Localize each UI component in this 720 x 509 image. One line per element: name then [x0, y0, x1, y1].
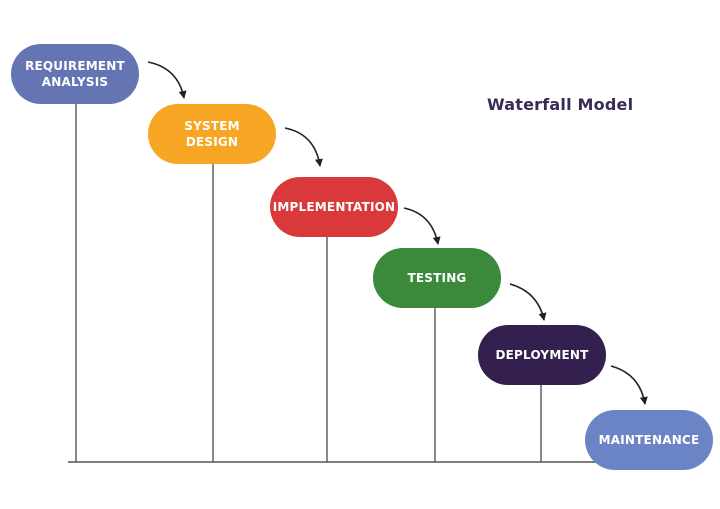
arrow-deployment-to-maintenance	[610, 365, 648, 405]
stage-label: SYSTEM DESIGN	[184, 119, 240, 149]
stage-label: TESTING	[407, 271, 467, 285]
stage-label: REQUIREMENT ANALYSIS	[25, 59, 125, 89]
stage-label: IMPLEMENTATION	[272, 200, 396, 214]
stage-testing: TESTING	[373, 248, 501, 308]
arrow-implementation-to-testing	[403, 207, 441, 245]
stage-requirement-analysis: REQUIREMENT ANALYSIS	[11, 44, 139, 104]
diagram-title: Waterfall Model	[487, 95, 634, 114]
arrow-design-to-implementation	[284, 127, 323, 167]
arrow-testing-to-deployment	[509, 283, 547, 321]
stage-label: DEPLOYMENT	[495, 348, 589, 362]
stage-deployment: DEPLOYMENT	[478, 325, 606, 385]
stage-label: MAINTENANCE	[598, 433, 700, 447]
stage-maintenance: MAINTENANCE	[585, 410, 713, 470]
stage-system-design: SYSTEM DESIGN	[148, 104, 276, 164]
arrow-requirement-to-design	[147, 61, 187, 99]
stage-implementation: IMPLEMENTATION	[270, 177, 398, 237]
